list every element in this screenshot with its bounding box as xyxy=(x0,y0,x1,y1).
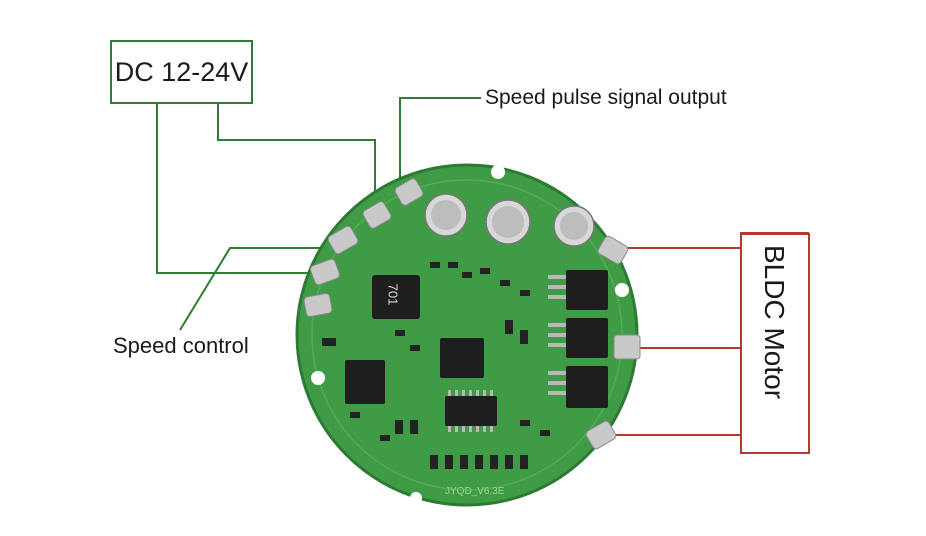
driver-ic xyxy=(445,396,497,426)
speed-control-label: Speed control xyxy=(113,333,249,358)
motor-box xyxy=(740,233,810,454)
inductor xyxy=(372,275,420,319)
capacitors xyxy=(424,193,595,247)
power-supply-label: DC 12-24V xyxy=(114,56,249,87)
smd-components xyxy=(322,262,550,469)
board-silkscreen: JYQD_V6.3E xyxy=(445,486,505,497)
green-wires xyxy=(156,97,481,331)
power-supply-box: DC 12-24V xyxy=(110,40,253,104)
speed-pulse-label: Speed pulse signal output xyxy=(485,86,727,109)
mosfets xyxy=(345,270,608,408)
inductor-marking: 701 xyxy=(385,283,401,306)
pcb-board xyxy=(295,163,641,507)
motor-label: BLDC Motor xyxy=(759,245,790,400)
